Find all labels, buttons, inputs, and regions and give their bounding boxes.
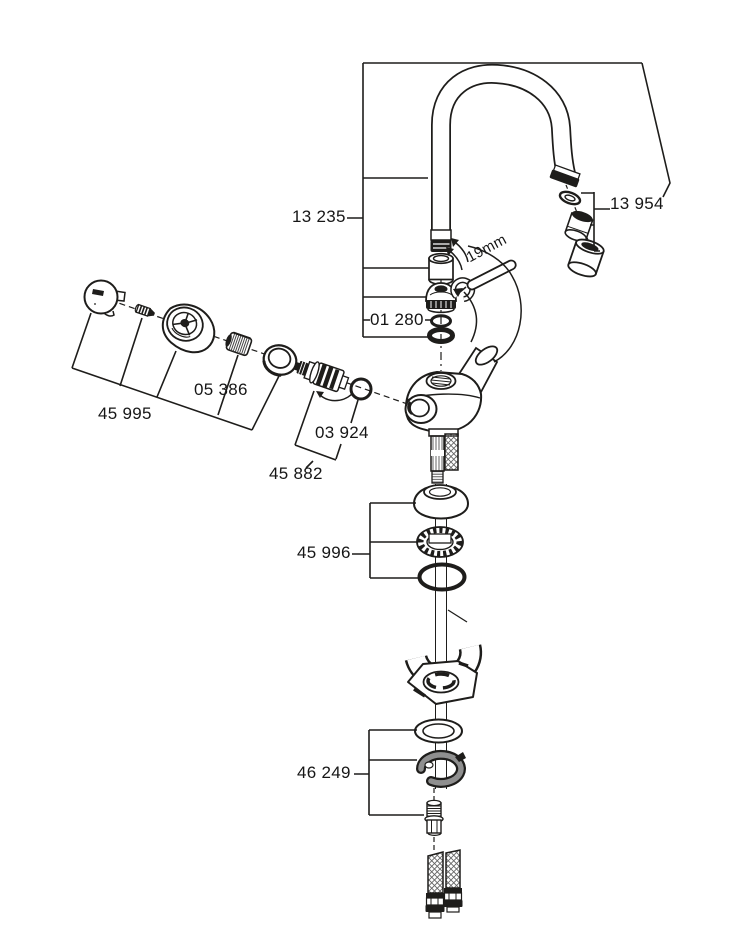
mousseur-insert (564, 210, 594, 242)
gasket-ring (427, 327, 455, 344)
base-o-ring (417, 562, 467, 592)
cap-ring (262, 344, 298, 377)
handle-screw (134, 303, 155, 317)
c-clip (415, 749, 466, 788)
cartridge-o-ring (349, 377, 373, 401)
spout (431, 63, 576, 243)
dome-nut (425, 282, 457, 314)
part-label-mounting-upper: 45 996 (297, 543, 351, 562)
threaded-stud (424, 799, 444, 837)
mousseur-sleeve (567, 238, 605, 278)
center-lines (109, 184, 593, 853)
serrated-ring (416, 526, 464, 558)
mounting-plate (407, 660, 478, 705)
supply-hoses (428, 428, 459, 484)
spout-connector-nut (430, 229, 452, 252)
part-label-adapter: 05 386 (194, 380, 248, 399)
part-label-mounting-lower: 46 249 (297, 763, 351, 782)
handle-cone (161, 303, 216, 354)
rotation-arrows (446, 238, 522, 363)
part-label-handle: 45 995 (98, 404, 152, 423)
part-label-cartridge-o-ring: 03 924 (315, 423, 369, 442)
part-label-cartridge: 45 882 (269, 464, 323, 483)
faucet-body (404, 345, 499, 433)
spout-o-ring (430, 314, 452, 328)
washer (414, 718, 463, 744)
part-label-mousseur: 13 954 (610, 194, 664, 213)
part-label-spout: 13 235 (292, 207, 346, 226)
spout-sleeve (428, 252, 454, 286)
o-ring-position-arrow (316, 391, 353, 402)
spline-adapter (225, 331, 253, 357)
leader-lines (71, 62, 671, 816)
escutcheon (412, 484, 470, 520)
hose-ends (425, 849, 463, 919)
wrench-icon (450, 259, 517, 303)
part-label-spout-o-ring: 01 280 (370, 310, 424, 329)
mousseur-washer (558, 190, 582, 206)
handle-cap (83, 279, 126, 317)
cartridge (294, 360, 350, 393)
spout-outlet (549, 164, 581, 188)
